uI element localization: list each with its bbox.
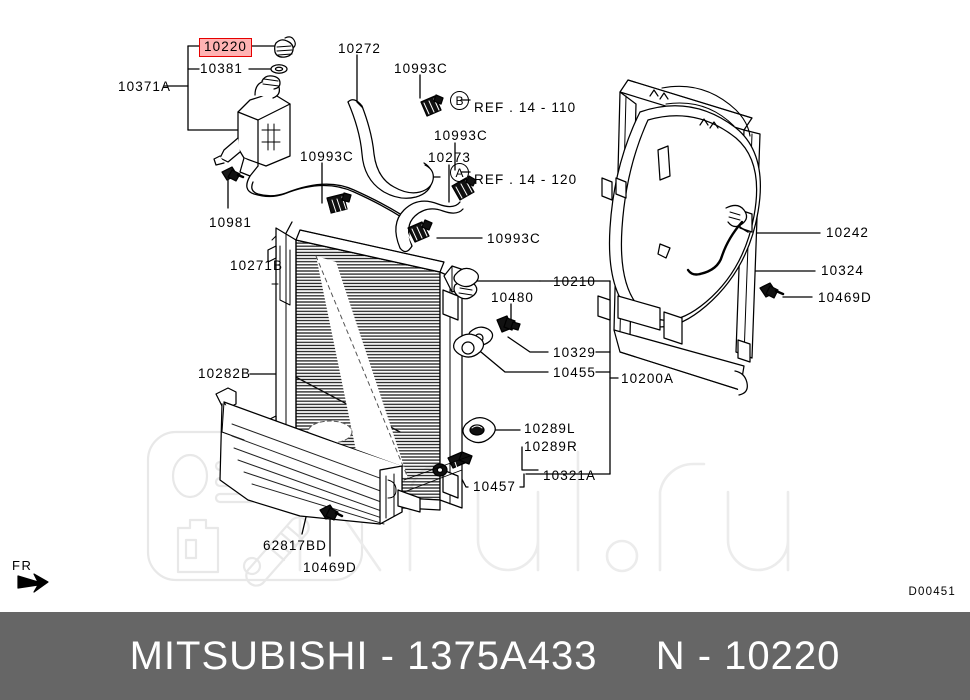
label-10272: 10272 [338,41,382,56]
label-10324: 10324 [821,263,865,278]
banner-part-number: 1375A433 [407,633,598,678]
label-10282B: 10282B [198,366,252,381]
label-10993C-middle: 10993C [434,128,488,143]
banner-dash-1: - [380,633,408,678]
label-10381: 10381 [200,61,244,76]
label-10200A: 10200A [621,371,675,386]
label-10220-highlighted[interactable]: 10220 [199,38,253,57]
diagram-canvas [146,36,821,587]
label-10480: 10480 [491,290,535,305]
fr-label: FR [12,558,33,573]
label-10273: 10273 [428,150,472,165]
label-10289R: 10289R [524,439,578,454]
label-ref-14-120: REF . 14 - 120 [474,172,578,187]
label-ref-14-110: REF . 14 - 110 [474,100,577,115]
label-10329: 10329 [553,345,597,360]
ref-circle-A: A [450,163,469,182]
label-10469D-right: 10469D [818,290,872,305]
label-10469D-bottom: 10469D [303,560,357,575]
label-10993C-upper: 10993C [394,61,448,76]
label-10457: 10457 [473,479,517,494]
label-10321A: 10321A [543,468,597,483]
front-orientation-marker: FR [8,558,64,606]
diagram-id-code: D00451 [908,586,956,598]
label-10289L: 10289L [524,421,576,436]
banner-ref-prefix: N [655,633,686,678]
label-10993C-left: 10993C [300,149,354,164]
bottom-banner: MITSUBISHI - 1375A433 N - 10220 [0,612,970,700]
label-10455: 10455 [553,365,597,380]
banner-ref-number: 10220 [724,633,841,678]
banner-text: MITSUBISHI - 1375A433 N - 10220 [130,634,841,679]
label-10210: 10210 [553,274,597,289]
label-10993C-lower: 10993C [487,231,541,246]
banner-brand: MITSUBISHI [129,633,369,678]
label-10981: 10981 [209,215,253,230]
label-10271B: 10271B [230,258,284,273]
ref-circle-B: B [450,91,469,110]
label-10242: 10242 [826,225,870,240]
banner-dash-2: - [697,633,725,678]
fr-arrow-icon [17,573,49,593]
label-10371A: 10371A [118,79,172,94]
label-62817BD: 62817BD [263,538,327,553]
